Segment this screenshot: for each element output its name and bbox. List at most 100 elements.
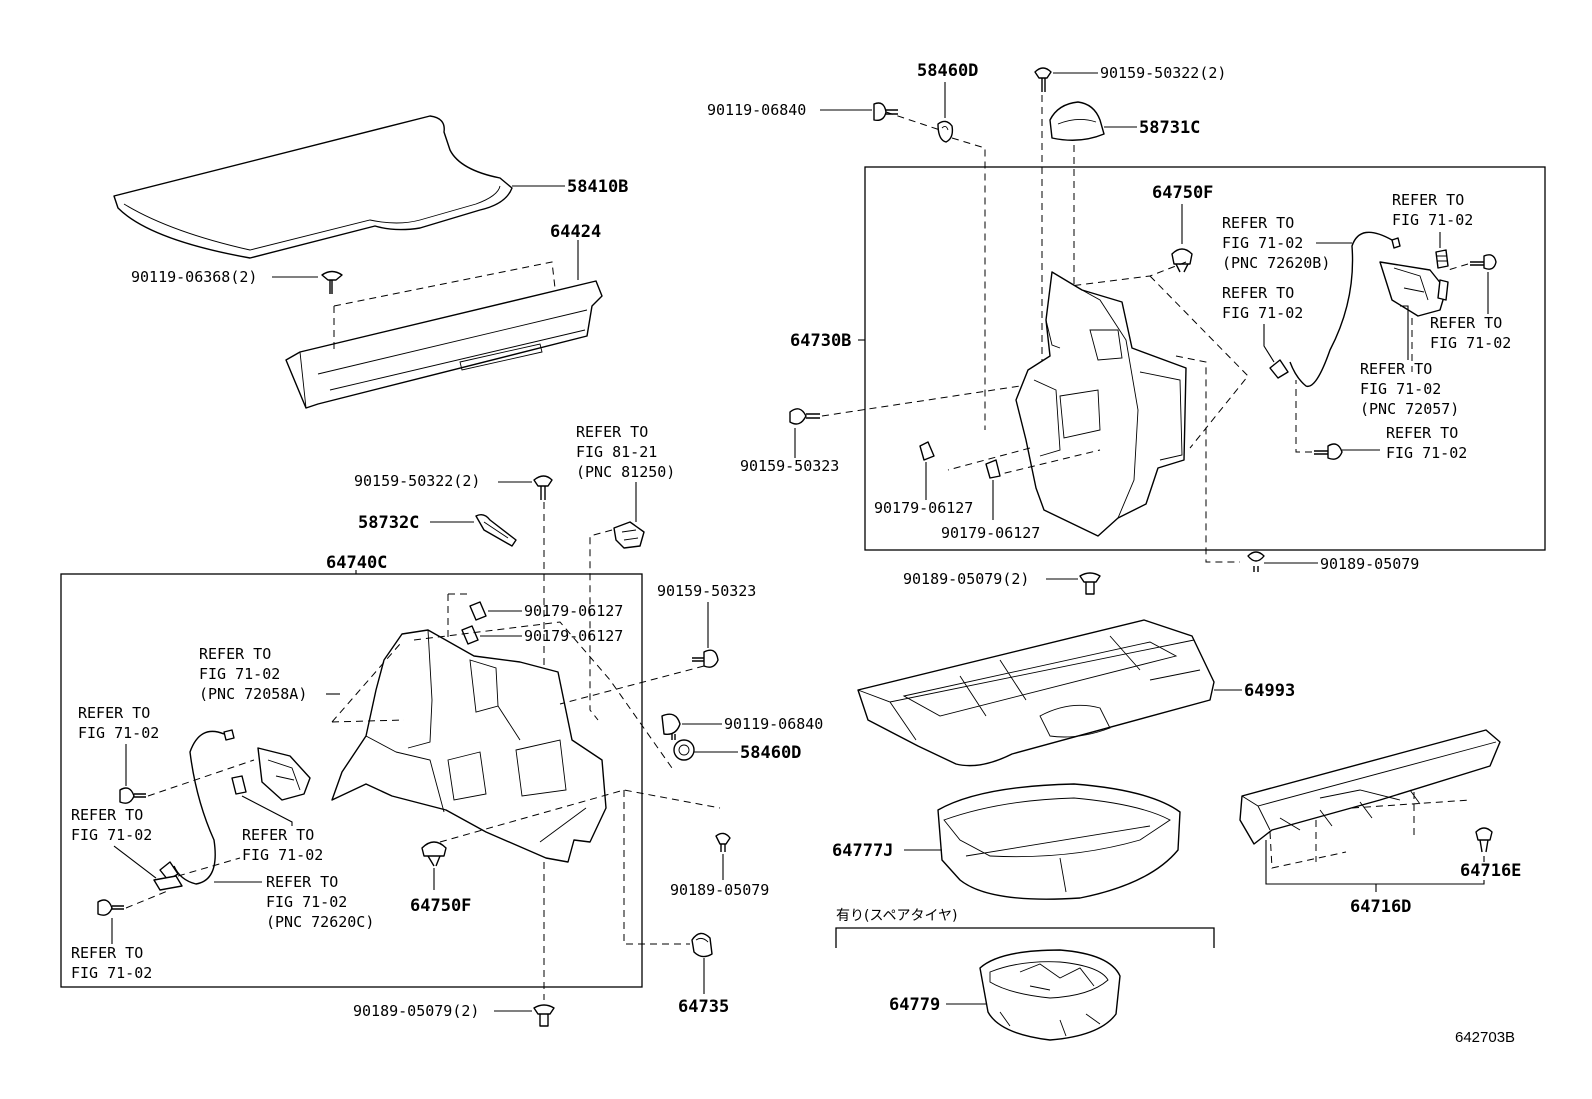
svg-text:(PNC 72620C): (PNC 72620C): [266, 913, 374, 931]
svg-text:REFER TO: REFER TO: [71, 944, 143, 962]
label-90179-06127-r1: 90179-06127: [874, 499, 973, 517]
bolt-90159-50322-top[interactable]: [1034, 67, 1052, 92]
refer-note-left-clip: REFER TO FIG 71-02: [242, 826, 323, 864]
refer-note-left-bolt: REFER TO FIG 71-02: [78, 704, 159, 742]
clip-64750F-left[interactable]: [421, 841, 447, 867]
refer-note-left-low: REFER TO FIG 71-02: [71, 944, 152, 982]
clip-left-lamp[interactable]: [231, 775, 247, 795]
connector-right-lower[interactable]: [1269, 359, 1289, 379]
clip-90179-06127-l1[interactable]: [469, 601, 487, 621]
label-64777J: 64777J: [832, 841, 893, 861]
bolt-90119-06840-top[interactable]: [873, 102, 898, 122]
refer-note-top-right: REFER TO FIG 71-02: [1392, 191, 1473, 229]
group-frame-64730B: [864, 166, 1546, 551]
svg-text:FIG 71-02: FIG 71-02: [78, 724, 159, 742]
dash-left-lower: [125, 857, 241, 909]
connector-left-lower[interactable]: [159, 861, 179, 881]
svg-text:FIG 71-02: FIG 71-02: [1360, 380, 1441, 398]
clip-64750F-right[interactable]: [1171, 248, 1193, 273]
svg-text:REFER TO: REFER TO: [1360, 360, 1432, 378]
bolt-90159-50323-left[interactable]: [692, 649, 719, 668]
label-90179-06127-l2: 90179-06127: [524, 627, 623, 645]
svg-text:(PNC 72057): (PNC 72057): [1360, 400, 1459, 418]
label-64730B: 64730B: [790, 331, 851, 351]
leader-refer-right-mid: [1263, 324, 1275, 363]
clip-90189-05079-left[interactable]: [715, 832, 731, 852]
clip-90189-05079-2-right[interactable]: [1079, 572, 1101, 595]
leader-refer-left-clip: [241, 795, 293, 826]
svg-text:REFER TO: REFER TO: [1392, 191, 1464, 209]
svg-text:REFER TO: REFER TO: [1222, 284, 1294, 302]
dash-64740C: [331, 621, 721, 945]
refer-note-right-low: REFER TO FIG 71-02: [1386, 424, 1467, 462]
part-64993-tray[interactable]: [857, 619, 1215, 767]
dash-64424: [333, 261, 556, 352]
grommet-58460D-left[interactable]: [673, 739, 695, 761]
svg-text:REFER TO: REFER TO: [576, 423, 648, 441]
part-64779-spare-tire-tray[interactable]: [979, 949, 1121, 1041]
refer-note-81-21: REFER TO FIG 81-21 (PNC 81250): [576, 423, 675, 481]
lamp-assembly-left[interactable]: [257, 747, 311, 801]
part-64740C-quarter-panel[interactable]: [331, 629, 607, 863]
part-64716D-sill-plate[interactable]: [1239, 729, 1501, 845]
bolt-left-upper[interactable]: [119, 787, 146, 804]
cap-64735[interactable]: [691, 932, 713, 958]
connector-left-upper[interactable]: [223, 729, 235, 741]
label-90179-06127-r2: 90179-06127: [941, 524, 1040, 542]
cover-58731C[interactable]: [1049, 101, 1105, 141]
bolt-90159-50322-left[interactable]: [533, 475, 553, 500]
wire-harness-left: [173, 730, 225, 885]
refer-note-right-bolt: REFER TO FIG 71-02: [1430, 314, 1511, 352]
label-90159-50322-left: 90159-50322(2): [354, 472, 480, 490]
leader-refer-left-mid: [113, 845, 157, 879]
bolt-90159-50323-right[interactable]: [789, 408, 820, 425]
clip-left-bracket[interactable]: [153, 875, 183, 891]
label-spare-tire-note: 有り(スペアタイヤ): [836, 908, 958, 924]
clip-90179-06127-r1[interactable]: [919, 441, 935, 461]
clip-90189-05079-2-left[interactable]: [533, 1004, 555, 1027]
svg-text:FIG 71-02: FIG 71-02: [242, 846, 323, 864]
label-90119-06840-left: 90119-06840: [724, 715, 823, 733]
label-64750F-left: 64750F: [410, 896, 471, 916]
bolt-left-lower[interactable]: [97, 899, 124, 916]
dash-right-lamp: [1411, 263, 1469, 372]
cover-58732C[interactable]: [475, 513, 517, 547]
clip-90189-05079-right[interactable]: [1247, 551, 1265, 572]
clip-64716E[interactable]: [1475, 827, 1493, 853]
bolt-right-top[interactable]: [1470, 254, 1497, 270]
dash-64716D: [1269, 792, 1471, 869]
clip-90179-06127-r2[interactable]: [985, 459, 1001, 479]
part-64777J-tray[interactable]: [937, 783, 1181, 900]
dash-top-guides: [885, 95, 1093, 521]
label-90189-05079-2-right: 90189-05079(2): [903, 570, 1029, 588]
svg-text:(PNC 81250): (PNC 81250): [576, 463, 675, 481]
diagram-id: 642703B: [1455, 1029, 1515, 1046]
lamp-assembly-right[interactable]: [1379, 261, 1449, 317]
clip-right-top[interactable]: [1435, 249, 1449, 269]
label-90159-50322-top: 90159-50322(2): [1100, 64, 1226, 82]
svg-text:FIG 71-02: FIG 71-02: [266, 893, 347, 911]
connector-right-upper[interactable]: [1391, 237, 1401, 249]
refer-note-72620C: REFER TO FIG 71-02 (PNC 72620C): [266, 873, 374, 931]
label-90119-06368: 90119-06368(2): [131, 268, 257, 286]
svg-text:REFER TO: REFER TO: [78, 704, 150, 722]
part-81250-bracket[interactable]: [613, 521, 645, 549]
grommet-58460D-top[interactable]: [937, 120, 954, 143]
svg-text:REFER TO: REFER TO: [71, 806, 143, 824]
clip-90179-06127-l2[interactable]: [461, 625, 479, 645]
label-64740C: 64740C: [326, 553, 387, 573]
wire-harness-right: [1289, 231, 1393, 388]
part-58410B-shelf[interactable]: [113, 115, 513, 259]
label-58732C: 58732C: [358, 513, 419, 533]
part-64424-panel[interactable]: [285, 280, 603, 409]
bolt-90119-06840-left[interactable]: [661, 713, 681, 740]
clip-90119-06368[interactable]: [321, 270, 343, 295]
svg-text:FIG 71-02: FIG 71-02: [1430, 334, 1511, 352]
part-64730B-quarter-panel[interactable]: [1015, 271, 1187, 537]
leader-refer-72057: [1400, 305, 1409, 360]
label-58410B: 58410B: [567, 177, 628, 197]
spare-tire-bracket: [835, 927, 1215, 948]
bolt-right-low[interactable]: [1314, 443, 1343, 460]
svg-text:REFER TO: REFER TO: [1386, 424, 1458, 442]
